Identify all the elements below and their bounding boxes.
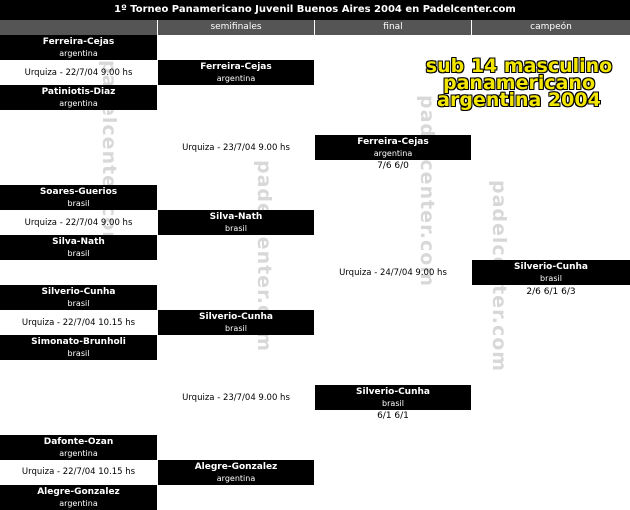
team-name: Silva-Nath — [52, 237, 105, 247]
team-name: Silverio-Cunha — [41, 287, 116, 297]
round1-team: Patiniotis-Diaz argentina — [0, 85, 157, 110]
team-country: argentina — [373, 149, 413, 158]
headline-line: panamericano — [443, 72, 595, 94]
team-name: Soares-Guerios — [39, 187, 118, 197]
watermark: padelcenter.com — [416, 95, 438, 288]
round1-team: Simonato-Brunholi brasil — [0, 335, 157, 360]
semifinal-team: Silva-Nath brasil — [158, 210, 314, 235]
semifinal-team: Silverio-Cunha brasil — [158, 310, 314, 335]
page-title: 1º Torneo Panamericano Juvenil Buenos Ai… — [0, 0, 630, 20]
team-country: argentina — [216, 74, 256, 83]
team-country: argentina — [59, 499, 98, 508]
team-name: Simonato-Brunholi — [31, 337, 126, 347]
team-country: brasil — [225, 324, 247, 333]
semifinal-team: Alegre-Gonzalez argentina — [158, 460, 314, 485]
round1-team: Silva-Nath brasil — [0, 235, 157, 260]
final-team: Silverio-Cunha brasil — [315, 385, 471, 410]
team-name: Ferreira-Cejas — [42, 37, 115, 47]
column-header-semifinales: semifinales — [158, 20, 314, 35]
champion-team: Silverio-Cunha brasil — [472, 260, 630, 285]
team-name: Alegre-Gonzalez — [194, 462, 278, 472]
match-info: Urquiza - 22/7/04 10.15 hs — [21, 318, 136, 328]
team-name: Silva-Nath — [209, 212, 263, 222]
round1-team: Silverio-Cunha brasil — [0, 285, 157, 310]
team-country: argentina — [59, 49, 98, 58]
team-country: brasil — [67, 299, 90, 308]
team-name: Alegre-Gonzalez — [37, 487, 120, 497]
team-name: Silverio-Cunha — [199, 312, 273, 322]
team-name: Silverio-Cunha — [514, 262, 588, 272]
team-country: brasil — [225, 224, 247, 233]
team-country: brasil — [540, 274, 562, 283]
match-score: 7/6 6/0 — [377, 161, 409, 171]
match-score: 2/6 6/1 6/3 — [526, 287, 576, 297]
team-name: Dafonte-Ozan — [43, 437, 114, 447]
column-header-campeon: campeón — [472, 20, 630, 35]
round1-team: Alegre-Gonzalez argentina — [0, 485, 157, 510]
match-info: Urquiza - 24/7/04 9.00 hs — [339, 268, 447, 278]
column-header-final: final — [315, 20, 471, 35]
column-header-round1 — [0, 20, 157, 35]
tournament-headline: sub 14 masculino panamericano argentina … — [412, 55, 626, 111]
match-info: Urquiza - 22/7/04 10.15 hs — [21, 467, 136, 477]
headline-line: argentina 2004 — [437, 89, 601, 111]
team-country: brasil — [67, 349, 90, 358]
team-country: brasil — [67, 199, 90, 208]
round1-team: Dafonte-Ozan argentina — [0, 435, 157, 460]
team-country: argentina — [216, 474, 256, 483]
match-info: Urquiza - 23/7/04 9.00 hs — [182, 143, 290, 153]
team-name: Silverio-Cunha — [356, 387, 430, 397]
match-info: Urquiza - 23/7/04 9.00 hs — [182, 393, 290, 403]
round1-team: Soares-Guerios brasil — [0, 185, 157, 210]
team-country: brasil — [382, 399, 404, 408]
team-country: argentina — [59, 99, 98, 108]
headline-line: sub 14 masculino — [425, 55, 613, 77]
match-info: Urquiza - 22/7/04 9.00 hs — [24, 68, 133, 78]
match-info: Urquiza - 22/7/04 9.00 hs — [24, 218, 133, 228]
team-country: brasil — [67, 249, 90, 258]
match-score: 6/1 6/1 — [377, 411, 409, 421]
round1-team: Ferreira-Cejas argentina — [0, 35, 157, 60]
semifinal-team: Ferreira-Cejas argentina — [158, 60, 314, 85]
team-name: Ferreira-Cejas — [357, 137, 429, 147]
final-team: Ferreira-Cejas argentina — [315, 135, 471, 160]
team-country: argentina — [59, 449, 98, 458]
team-name: Ferreira-Cejas — [200, 62, 272, 72]
team-name: Patiniotis-Diaz — [41, 87, 116, 97]
